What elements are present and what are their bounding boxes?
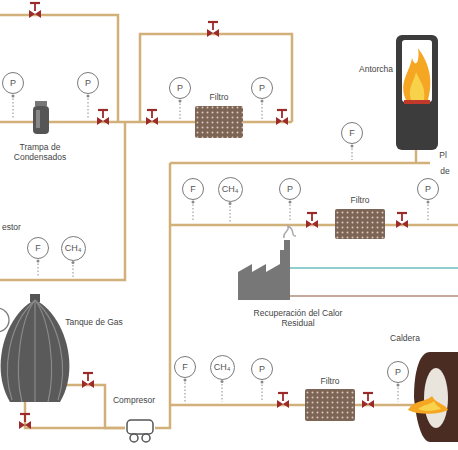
leader-line xyxy=(262,100,263,119)
leader-line xyxy=(13,95,14,119)
condensate-trap xyxy=(33,101,49,134)
leader-line xyxy=(352,145,353,160)
valves xyxy=(19,3,408,429)
leader-line xyxy=(193,201,194,222)
leader-dot xyxy=(261,381,264,384)
instrument-circle: P xyxy=(387,361,409,383)
part-label: Antorcha xyxy=(346,64,406,74)
instrument-letter: F xyxy=(349,129,355,138)
leader-dot xyxy=(87,95,90,98)
part-label: Caldera xyxy=(380,333,430,343)
part-label: Recuperación del Calor Residual xyxy=(248,308,348,328)
instrument-circle: F xyxy=(174,356,196,378)
leader-line xyxy=(222,381,223,403)
instrument-letter: P xyxy=(425,185,431,194)
instrument-circle: CH₄ xyxy=(218,177,243,202)
part-label: Compresor xyxy=(109,395,159,405)
instrument-circle: P xyxy=(279,178,301,200)
leader-line xyxy=(185,379,186,402)
instrument-circle: F xyxy=(27,237,49,259)
leader-line xyxy=(290,201,291,222)
leader-line xyxy=(38,260,39,277)
instrument-circle: F xyxy=(182,178,204,200)
instrument-circle: P xyxy=(77,72,99,94)
leader-dot xyxy=(12,95,15,98)
leader-dot xyxy=(184,379,187,382)
instrument-letter: P xyxy=(10,79,16,88)
part-label: Pl xyxy=(433,150,453,160)
instrument-circle: P xyxy=(417,178,439,200)
part-label: de xyxy=(435,166,455,176)
instrument-letter: F xyxy=(35,244,41,253)
leader-line xyxy=(230,203,231,223)
instrument-circle: CH₄ xyxy=(61,236,86,261)
part-label: Filtro xyxy=(189,92,249,102)
part-label: Trampa de Condensados xyxy=(4,142,76,162)
instrument-circle: CH₄ xyxy=(210,355,235,380)
instrument-letter: CH₄ xyxy=(222,185,239,194)
instrument-circle: P xyxy=(169,77,191,99)
leader-line xyxy=(398,384,399,402)
instrument-letter: P xyxy=(85,79,91,88)
leader-dot xyxy=(37,260,40,263)
gas-pipes xyxy=(0,15,458,428)
leader-line xyxy=(88,95,89,119)
part-label: estor xyxy=(2,222,42,232)
filters xyxy=(195,106,385,421)
instrument-letter: F xyxy=(190,185,196,194)
leader-dot xyxy=(289,201,292,204)
gas-tank xyxy=(0,294,69,402)
boiler xyxy=(408,352,458,442)
instrument-leaders xyxy=(12,95,430,403)
compressor xyxy=(127,420,153,442)
leader-line xyxy=(428,201,429,222)
instrument-circle: F xyxy=(341,122,363,144)
instrument-letter: F xyxy=(182,363,188,372)
instrument-letter: CH₄ xyxy=(214,363,231,372)
instrument-circle: P xyxy=(251,77,273,99)
leader-line xyxy=(262,381,263,402)
heat-line xyxy=(290,295,458,297)
flare xyxy=(396,35,438,150)
instrument-letter: P xyxy=(259,84,265,93)
leader-dot xyxy=(192,201,195,204)
part-label: Filtro xyxy=(330,195,390,205)
instrument-circle: P xyxy=(2,72,24,94)
leader-dot xyxy=(351,145,354,148)
factory xyxy=(238,226,296,300)
leader-line xyxy=(73,262,74,278)
instrument-letter: P xyxy=(395,368,401,377)
leader-dot xyxy=(179,100,182,103)
part-label: Filtro xyxy=(300,376,360,386)
instrument-letter: P xyxy=(287,185,293,194)
part-label: Tanque de Gas xyxy=(64,317,124,327)
leader-dot xyxy=(427,201,430,204)
instrument-letter: P xyxy=(177,84,183,93)
heat-line xyxy=(290,267,458,269)
leader-dot xyxy=(221,380,224,383)
leader-line xyxy=(180,100,181,119)
instrument-letter: CH₄ xyxy=(65,244,82,253)
leader-dot xyxy=(229,202,232,205)
leader-dot xyxy=(397,384,400,387)
leader-dot xyxy=(261,100,264,103)
instrument-circle: P xyxy=(251,358,273,380)
leader-dot xyxy=(72,261,75,264)
instrument-letter: P xyxy=(259,365,265,374)
